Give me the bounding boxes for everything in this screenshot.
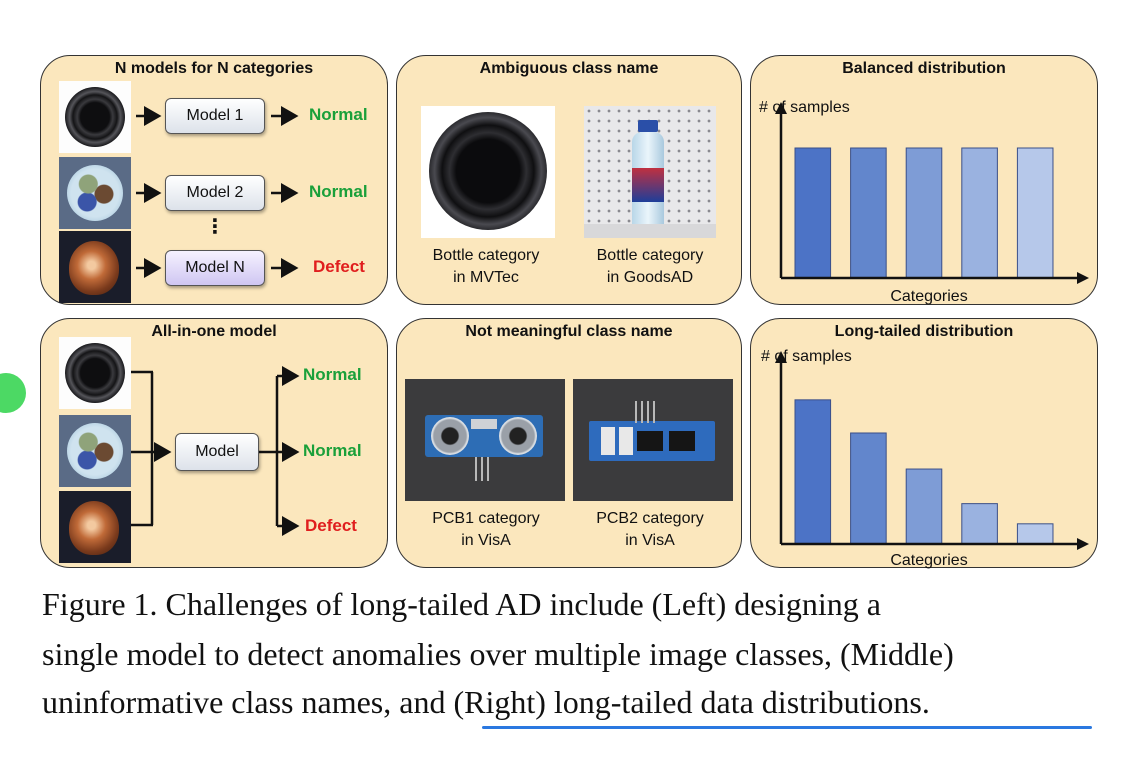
model-n-box: Model N <box>165 250 265 286</box>
caption-underline <box>482 726 1092 729</box>
connector-lines <box>131 366 300 536</box>
chart-title: Long-tailed distribution <box>834 323 1014 340</box>
bottle-thumbnail <box>59 81 131 153</box>
y-axis-label: # of samples <box>759 99 850 116</box>
mvtec-bottle-photo <box>421 106 555 238</box>
bar-1 <box>794 147 832 279</box>
panel-n-models: N models for N categories Model 1 Model … <box>40 55 388 305</box>
pcb1-photo <box>405 379 565 501</box>
caption-line-2: in GoodsAD <box>606 269 694 286</box>
bottle-thumbnail <box>59 337 131 409</box>
output-normal-2: Normal <box>309 182 368 201</box>
balanced-bar-chart: # of samples Categories <box>759 99 1089 305</box>
panel-title: Ambiguous class name <box>479 60 659 77</box>
bar-1 <box>794 399 832 545</box>
arrows <box>136 106 299 278</box>
pcb2-caption: PCB2 category in VisA <box>565 508 735 552</box>
y-axis-arrowhead <box>775 102 787 114</box>
ellipsis-dots: ⋮ <box>205 216 225 238</box>
figure-caption-line-1: Figure 1. Challenges of long-tailed AD i… <box>42 586 881 622</box>
caption-line-1: PCB2 category <box>596 510 704 527</box>
bar-3 <box>905 147 943 279</box>
x-axis-label: Categories <box>890 288 967 305</box>
goodsad-caption: Bottle category in GoodsAD <box>565 245 735 289</box>
bar-2 <box>850 147 887 279</box>
hazelnut-thumbnail <box>59 491 131 563</box>
long-tailed-bar-chart: # of samples Categories <box>761 348 1089 569</box>
panel-title: N models for N categories <box>114 60 314 77</box>
output-normal-2: Normal <box>303 441 362 460</box>
cable-thumbnail <box>59 415 131 487</box>
pcb2-photo <box>573 379 733 501</box>
x-axis-label: Categories <box>890 552 967 569</box>
model-1-box: Model 1 <box>165 98 265 134</box>
bar-5 <box>1016 147 1054 279</box>
output-normal-1: Normal <box>303 365 362 384</box>
caption-line-2: in VisA <box>625 532 675 549</box>
panel-balanced-distribution: Balanced distribution # of samples Categ… <box>750 55 1098 305</box>
green-marker <box>0 373 26 413</box>
caption-line-2: in VisA <box>461 532 511 549</box>
caption-line-1: Bottle category <box>432 247 540 264</box>
caption-line-2: in MVTec <box>453 269 519 286</box>
x-axis-arrowhead <box>1077 538 1089 550</box>
bar-3 <box>905 468 943 545</box>
pcb1-caption: PCB1 category in VisA <box>401 508 571 552</box>
panel-not-meaningful-class: Not meaningful class name PCB1 category … <box>396 318 742 568</box>
panel-ambiguous-class: Ambiguous class name Bottle category in … <box>396 55 742 305</box>
bar-4 <box>961 147 998 279</box>
caption-line-1: Bottle category <box>596 247 704 264</box>
panel-all-in-one: All-in-one model Model Normal Normal Def… <box>40 318 388 568</box>
bar-4 <box>961 503 998 545</box>
unified-model-box: Model <box>175 433 259 471</box>
goodsad-bottle-photo <box>584 106 716 238</box>
panel-title: All-in-one model <box>151 323 277 340</box>
hazelnut-thumbnail <box>59 231 131 303</box>
mvtec-caption: Bottle category in MVTec <box>401 245 571 289</box>
x-axis-arrowhead <box>1077 272 1089 284</box>
cable-thumbnail <box>59 157 131 229</box>
figure-caption-line-2: single model to detect anomalies over mu… <box>42 636 954 672</box>
output-defect: Defect <box>313 257 365 276</box>
y-axis-label: # of samples <box>761 348 852 365</box>
bar-2 <box>850 432 887 545</box>
figure-caption-line-3: uninformative class names, and (Right) l… <box>42 684 930 720</box>
output-normal-1: Normal <box>309 105 368 124</box>
output-defect: Defect <box>305 516 357 535</box>
chart-title: Balanced distribution <box>842 60 1006 77</box>
y-axis-arrowhead <box>775 351 787 363</box>
bar-5 <box>1016 523 1054 545</box>
panel-long-tailed-distribution: Long-tailed distribution # of samples Ca… <box>750 318 1098 569</box>
caption-line-1: PCB1 category <box>432 510 540 527</box>
model-2-box: Model 2 <box>165 175 265 211</box>
panel-title: Not meaningful class name <box>465 323 673 340</box>
